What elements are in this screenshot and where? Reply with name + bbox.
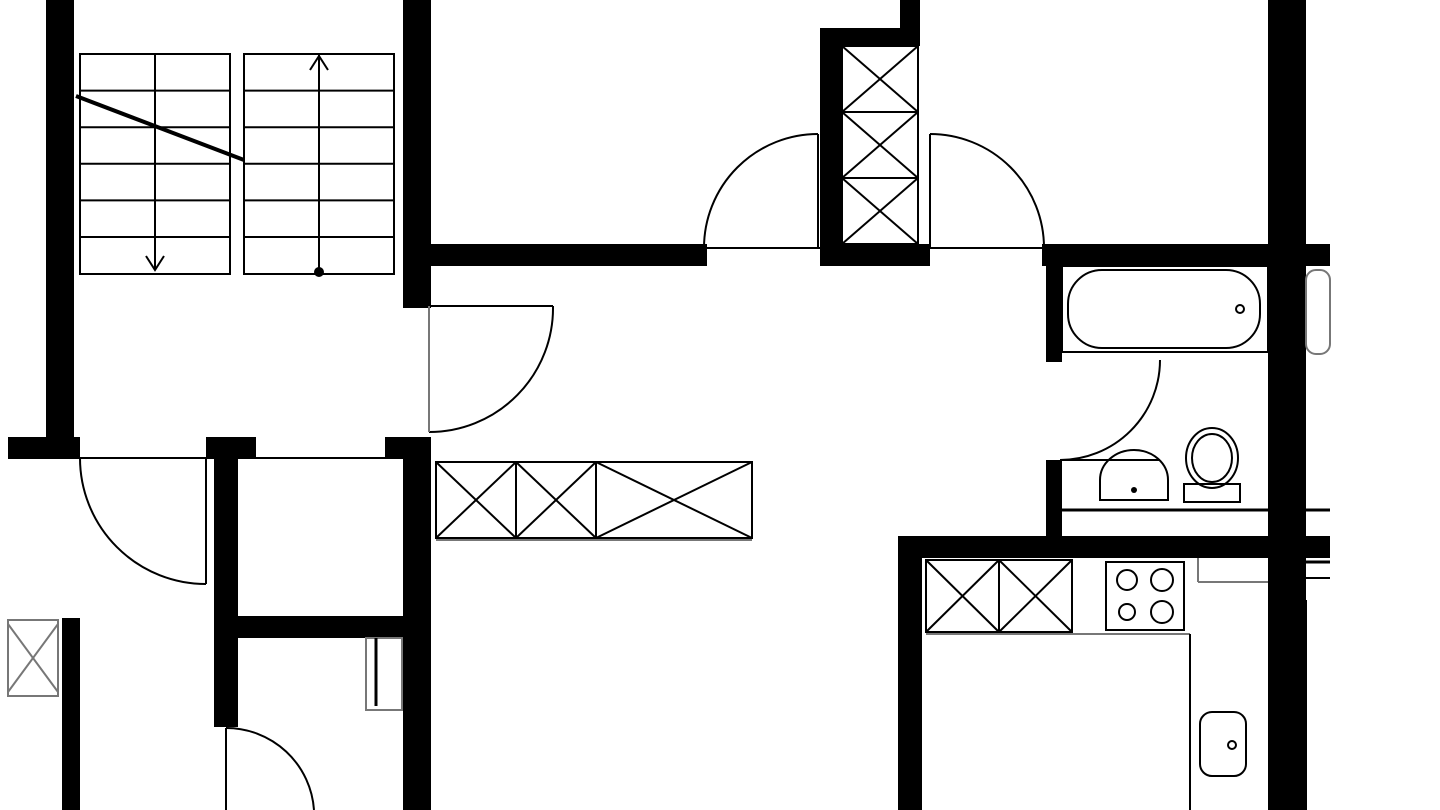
- wall-wardrobe-top: [820, 28, 920, 46]
- stair-down-arrow: [145, 255, 165, 272]
- built-in-wardrobe: [841, 45, 919, 245]
- staircase: [75, 53, 395, 277]
- cabinet-cross: [435, 461, 517, 539]
- hall-cabinet-cells: [435, 461, 753, 539]
- hob: [1105, 561, 1185, 631]
- wardrobe-cells: [841, 45, 919, 245]
- door-bathroom: [1059, 359, 1161, 461]
- wall-bedroom-bottom-left: [425, 244, 707, 266]
- doors: [79, 133, 1161, 810]
- wall-right-exterior: [1268, 0, 1306, 810]
- door-hall: [428, 305, 555, 433]
- kitchen-counter: [925, 559, 1191, 810]
- wall-closet-vertical: [214, 437, 238, 727]
- door-bedroom-left: [703, 133, 819, 249]
- walls: [8, 0, 1330, 810]
- storage-shelf: [365, 637, 403, 711]
- kitchen-cross: [998, 559, 1073, 633]
- door-wc-left: [225, 726, 315, 810]
- wall-wardrobe-left: [820, 28, 842, 266]
- door-entrance: [79, 457, 207, 585]
- wall-left-lower: [62, 618, 80, 810]
- wardrobe-cross: [841, 45, 919, 113]
- kitchen-cells: [925, 559, 1073, 633]
- wall-bath-top: [1042, 244, 1330, 266]
- cabinet-cross: [515, 461, 597, 539]
- kitchen-cross: [925, 559, 1000, 633]
- wall-central-lower: [403, 437, 431, 810]
- stair-start-dot: [314, 267, 324, 277]
- wall-kitchen-top: [898, 536, 1330, 558]
- door-bedroom-right: [929, 133, 1045, 249]
- wall-entry-left: [8, 437, 80, 459]
- wall-closet-horizontal: [214, 616, 404, 638]
- toilet: [1183, 427, 1241, 503]
- wall-wardrobe-bottom: [820, 244, 930, 266]
- washbasin: [1099, 449, 1169, 501]
- bathtub-drain: [1235, 304, 1245, 314]
- wall-bath-left-upper: [1046, 244, 1062, 362]
- wall-wardrobe-top-stub: [900, 0, 920, 46]
- bathtub: [1061, 265, 1331, 355]
- stair-up-arrow: [309, 54, 329, 71]
- left-cabinet: [7, 619, 59, 697]
- cabinet-cross: [595, 461, 753, 539]
- wall-stairwell-left: [46, 0, 74, 440]
- thin-wall-lines: [80, 247, 1330, 810]
- wall-bath-left-lower: [1046, 460, 1062, 542]
- wall-kitchen-left: [898, 536, 922, 810]
- wardrobe-cross: [841, 111, 919, 179]
- stair-treads: [80, 89, 394, 238]
- wardrobe-cross: [841, 177, 919, 245]
- kitchen-sink: [1199, 711, 1247, 777]
- hall-cabinet: [435, 461, 753, 541]
